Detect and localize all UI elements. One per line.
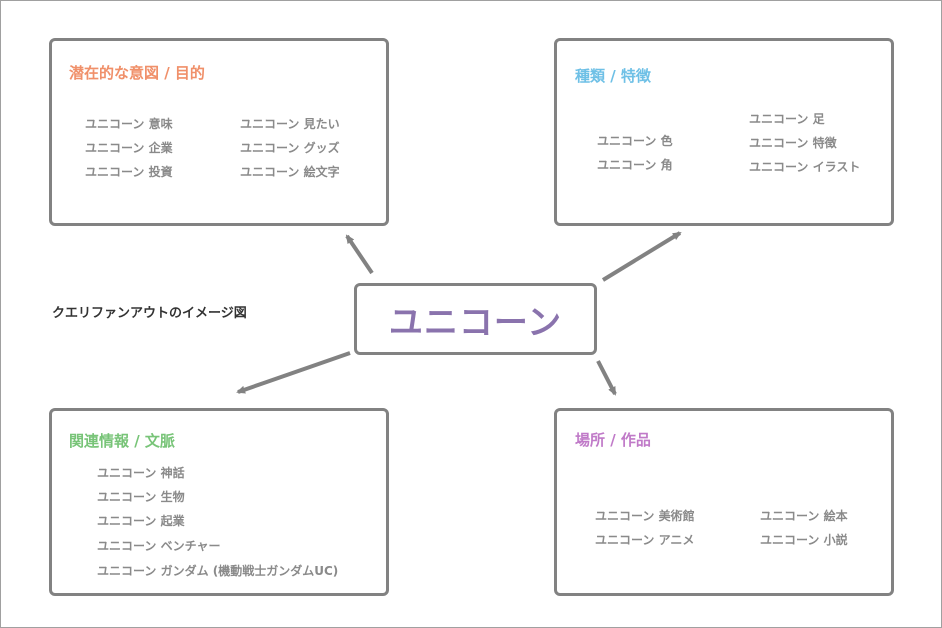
diagram-caption: クエリファンアウトのイメージ図 bbox=[52, 306, 247, 321]
arrow-to-places bbox=[596, 360, 617, 396]
intent-item: ユニコーン 意味 bbox=[85, 117, 173, 131]
types-item: ユニコーン 角 bbox=[597, 158, 673, 172]
box-intent-title: 潜在的な意図 / 目的 bbox=[69, 64, 205, 82]
arrow-to-related bbox=[236, 351, 351, 394]
intent-item: ユニコーン 絵文字 bbox=[240, 165, 340, 179]
related-item: ユニコーン 起業 bbox=[97, 514, 185, 528]
related-item: ユニコーン ベンチャー bbox=[97, 539, 221, 553]
types-item: ユニコーン 特徴 bbox=[749, 136, 837, 150]
intent-item: ユニコーン 見たい bbox=[240, 117, 340, 131]
center-label: ユニコーン bbox=[388, 302, 563, 343]
arrow-to-types bbox=[601, 231, 682, 282]
intent-item: ユニコーン グッズ bbox=[240, 141, 340, 155]
box-places-title: 場所 / 作品 bbox=[575, 431, 651, 449]
types-item: ユニコーン 足 bbox=[749, 112, 825, 126]
intent-item: ユニコーン 投資 bbox=[85, 165, 173, 179]
box-types-title: 種類 / 特徴 bbox=[575, 67, 651, 85]
places-item: ユニコーン 絵本 bbox=[760, 509, 848, 523]
related-item: ユニコーン 神話 bbox=[97, 466, 185, 480]
related-item: ユニコーン 生物 bbox=[97, 490, 185, 504]
box-related-title: 関連情報 / 文脈 bbox=[69, 432, 175, 450]
places-item: ユニコーン 小説 bbox=[760, 533, 848, 547]
arrow-to-intent bbox=[345, 234, 374, 275]
related-item: ユニコーン ガンダム (機動戦士ガンダムUC) bbox=[97, 564, 339, 578]
types-item: ユニコーン イラスト bbox=[749, 160, 861, 174]
center-node: ユニコーン bbox=[354, 283, 597, 355]
places-item: ユニコーン アニメ bbox=[595, 533, 695, 547]
box-types bbox=[554, 38, 894, 226]
box-intent bbox=[49, 38, 389, 226]
box-related bbox=[49, 408, 389, 596]
box-places bbox=[554, 408, 894, 596]
intent-item: ユニコーン 企業 bbox=[85, 141, 173, 155]
types-item: ユニコーン 色 bbox=[597, 134, 673, 148]
places-item: ユニコーン 美術館 bbox=[595, 509, 695, 523]
